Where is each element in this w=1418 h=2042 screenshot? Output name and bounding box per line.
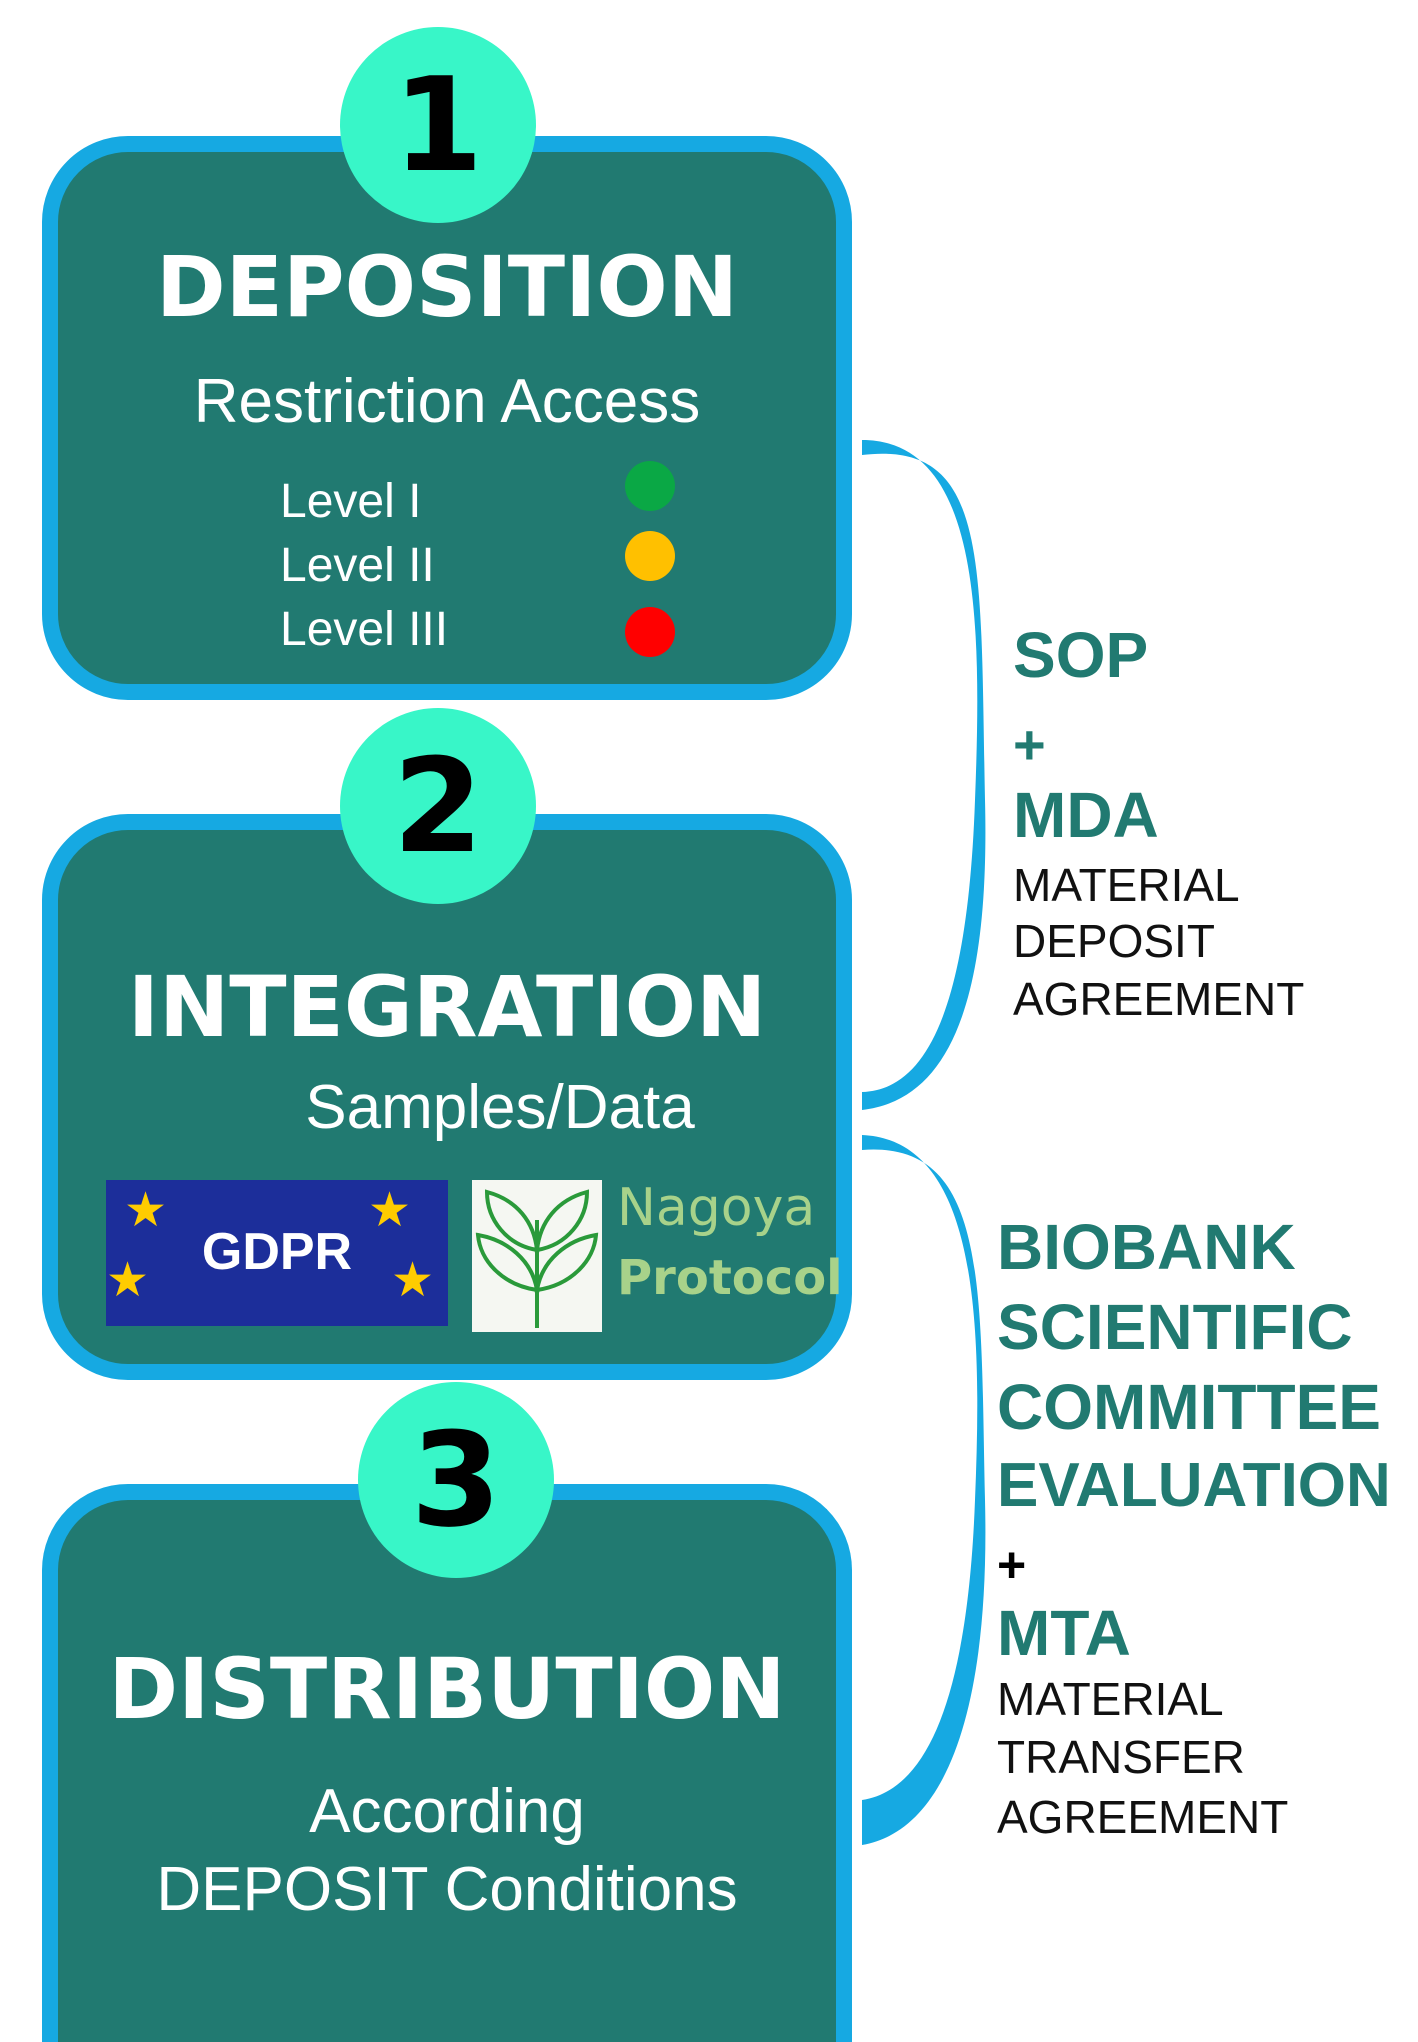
mda-line-1: MATERIAL [1013, 859, 1240, 911]
bracket-integration-distribution [862, 1135, 986, 1845]
star-icon: ★ [124, 1182, 168, 1238]
level-1-green-dot [625, 461, 675, 511]
level-3-red-dot [625, 607, 675, 657]
step-2-badge: 2 [340, 708, 536, 904]
mta-plus: + [997, 1537, 1027, 1593]
step-3-badge: 3 [358, 1382, 554, 1578]
committee-line-4: EVALUATION [997, 1451, 1391, 1520]
gdpr-logo-text: GDPR [201, 1223, 353, 1281]
mda-plus: + [1013, 713, 1046, 776]
star-icon: ★ [106, 1252, 150, 1308]
mta-label: MTA [997, 1597, 1131, 1669]
distribution-subtitle-line2: DEPOSIT Conditions [156, 1855, 738, 1924]
level-2-yellow-dot [625, 531, 675, 581]
committee-line-2: SCIENTIFIC [997, 1291, 1353, 1363]
star-icon: ★ [368, 1182, 412, 1238]
distribution-subtitle-line1: According [309, 1777, 585, 1846]
mta-line-2: TRANSFER [997, 1731, 1245, 1783]
committee-line-1: BIOBANK [997, 1211, 1296, 1283]
nagoya-logo-text-line2: Protocol [617, 1250, 843, 1306]
mta-line-1: MATERIAL [997, 1673, 1224, 1725]
level-2-label: Level II [280, 539, 435, 592]
integration-subtitle: Samples/Data [305, 1073, 695, 1142]
level-3-label: Level III [280, 603, 449, 656]
level-1-label: Level I [280, 475, 422, 528]
bracket-deposition-integration [862, 440, 986, 1110]
mta-line-3: AGREEMENT [997, 1791, 1289, 1843]
mda-line-2: DEPOSIT [1013, 915, 1215, 967]
committee-line-3: COMMITTEE [997, 1371, 1381, 1443]
sop-label: SOP [1013, 619, 1149, 691]
mda-line-3: AGREEMENT [1013, 973, 1305, 1025]
star-icon: ★ [391, 1252, 435, 1308]
distribution-title: DISTRIBUTION [108, 1640, 786, 1738]
deposition-subtitle: Restriction Access [193, 367, 701, 436]
deposition-title: DEPOSITION [155, 238, 739, 336]
deposition-box [42, 136, 852, 700]
gdpr-logo: ★ ★ ★ ★ GDPR [106, 1180, 448, 1326]
step-1-badge: 1 [340, 27, 536, 223]
nagoya-leaf-icon [472, 1180, 602, 1332]
mda-label: MDA [1013, 779, 1159, 851]
nagoya-logo-text-line1: Nagoya [617, 1178, 816, 1238]
integration-title: INTEGRATION [127, 958, 767, 1056]
